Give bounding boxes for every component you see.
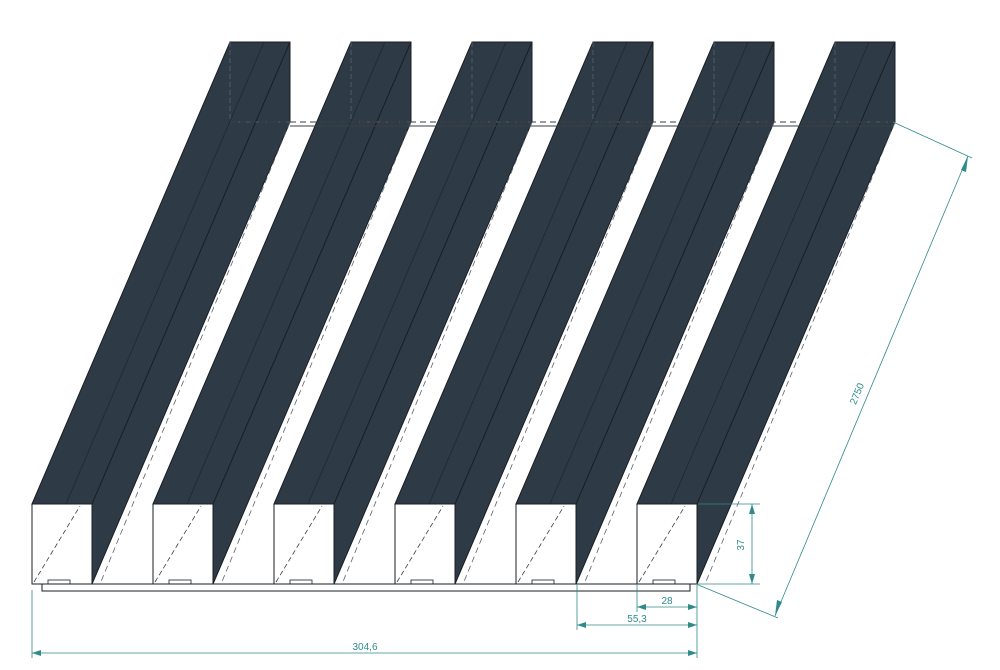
slat-end-face bbox=[152, 503, 214, 585]
dimension-pitch-label: 55,3 bbox=[627, 614, 647, 625]
slat-ridge-line bbox=[575, 41, 775, 505]
slat-end-face bbox=[31, 503, 93, 585]
slat-edge-line bbox=[428, 41, 628, 505]
slat bbox=[636, 41, 896, 585]
slat-hidden-edge bbox=[154, 505, 202, 583]
dimension-total-width: 304,6 bbox=[31, 590, 698, 658]
slat-hidden-edge bbox=[583, 121, 775, 585]
slat-end-face bbox=[394, 503, 456, 585]
slat bbox=[515, 41, 775, 585]
slat-edge-line bbox=[307, 41, 507, 505]
slat-foot-tab bbox=[289, 579, 313, 585]
dimension-height-label: 37 bbox=[736, 539, 747, 551]
slat-hidden-edge bbox=[33, 505, 81, 583]
slat-edge-line bbox=[670, 41, 870, 505]
slat-end-face bbox=[636, 503, 698, 585]
slat-end-face bbox=[273, 503, 335, 585]
slat-hidden-edge bbox=[462, 121, 654, 585]
slat-hidden-edge bbox=[704, 121, 896, 585]
slat-foot-tab bbox=[168, 579, 192, 585]
slat-ridge-line bbox=[212, 41, 412, 505]
slat-hidden-edge bbox=[220, 121, 412, 585]
slat-foot-tab bbox=[410, 579, 434, 585]
slat-hidden-edge bbox=[99, 121, 291, 585]
dimension-pitch: 55,3 bbox=[576, 584, 698, 630]
slat-end-face bbox=[515, 503, 577, 585]
dimension-slat-width-label: 28 bbox=[661, 596, 673, 607]
slat-hidden-edge bbox=[275, 505, 323, 583]
base-plate-back-edge bbox=[230, 121, 893, 127]
slat-edge-line bbox=[186, 41, 386, 505]
slat-ridge-line bbox=[333, 41, 533, 505]
dimension-height: 37 bbox=[698, 503, 760, 585]
slat-hidden-edge bbox=[341, 121, 533, 585]
slat-edge-line bbox=[549, 41, 749, 505]
slat-ridge-line bbox=[454, 41, 654, 505]
slat-hidden-edge bbox=[517, 505, 565, 583]
slat-ridge-line bbox=[696, 41, 896, 505]
slat-ridge-line bbox=[91, 41, 291, 505]
slat-hidden-edge bbox=[396, 505, 444, 583]
slat-edge-line bbox=[65, 41, 265, 505]
base-plate bbox=[41, 583, 691, 592]
dimension-total-width-label: 304,6 bbox=[352, 642, 377, 653]
slat-foot-tab bbox=[652, 579, 676, 585]
slat-foot-tab bbox=[47, 579, 71, 585]
slat-foot-tab bbox=[531, 579, 555, 585]
slat-hidden-edge bbox=[638, 505, 686, 583]
dimension-slat-width: 28 bbox=[636, 584, 698, 612]
slats-group bbox=[31, 41, 896, 585]
